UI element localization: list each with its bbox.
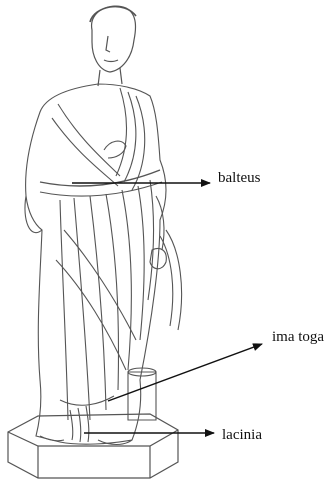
balteus-label: balteus <box>218 171 261 186</box>
statue-head <box>90 6 136 86</box>
statue-base <box>8 414 178 478</box>
ima-toga-label: ima toga <box>272 330 324 345</box>
toga-drapery <box>25 84 182 445</box>
lacinia-label: lacinia <box>222 428 262 443</box>
